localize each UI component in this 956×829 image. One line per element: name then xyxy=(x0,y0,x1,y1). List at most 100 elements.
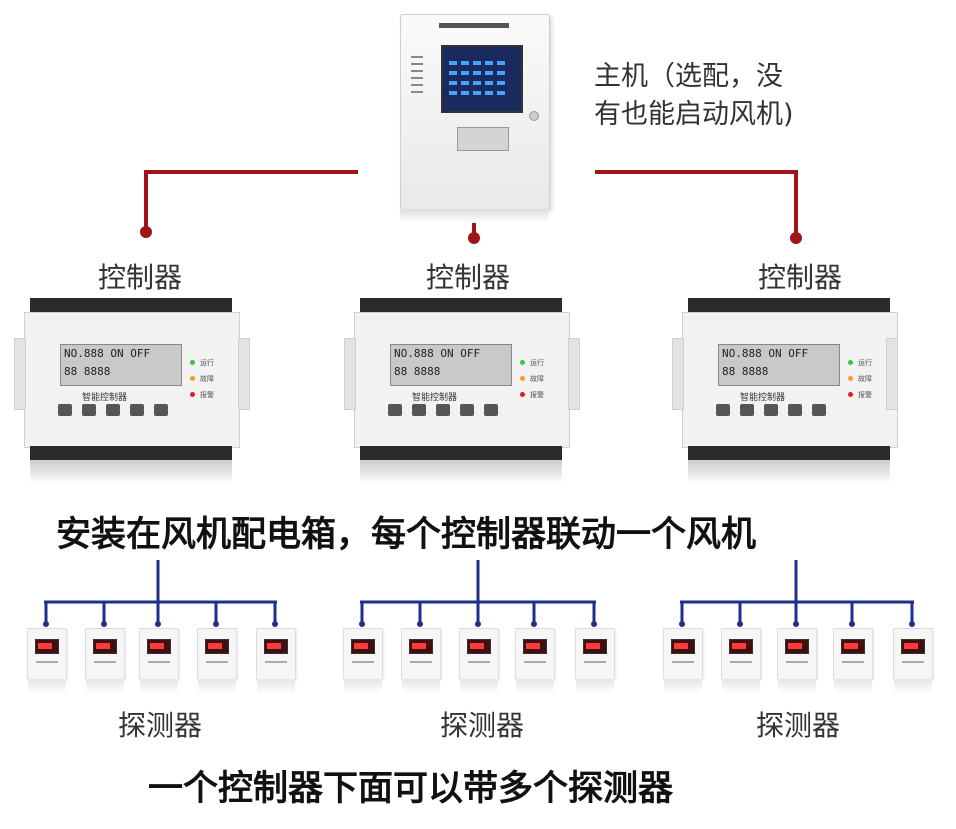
detector xyxy=(777,628,817,680)
host-lock-icon xyxy=(529,111,539,121)
detector-bus-1 xyxy=(44,560,277,622)
controller-reflection xyxy=(30,460,232,484)
detector-group-1-label: 探测器 xyxy=(118,704,202,744)
detector xyxy=(85,628,125,680)
alarm-led-icon xyxy=(190,392,195,397)
detector xyxy=(833,628,873,680)
controller-3: NO.888 ON OFF 88 8888 智能控制器 运行 故障 报警 xyxy=(682,298,896,488)
fault-led-label: 故障 xyxy=(530,374,544,384)
terminal-rail-bottom xyxy=(30,446,232,460)
host-reflection xyxy=(400,209,548,223)
link-right-end xyxy=(790,232,802,244)
mount-ear-left xyxy=(14,338,26,410)
alarm-led-label: 报警 xyxy=(858,390,872,400)
fault-led-icon xyxy=(520,376,525,381)
mount-ear-right xyxy=(568,338,580,410)
lcd-row-2: 88 8888 xyxy=(394,365,440,378)
controller-lcd: NO.888 ON OFF 88 8888 xyxy=(390,344,512,386)
alarm-led-icon xyxy=(848,392,853,397)
controller-3-label: 控制器 xyxy=(758,256,842,296)
menu-button xyxy=(716,404,730,416)
terminal-rail-bottom xyxy=(688,446,890,460)
fault-led-label: 故障 xyxy=(200,374,214,384)
terminal-rail-top xyxy=(30,298,232,312)
controller-reflection xyxy=(688,460,890,484)
detector xyxy=(575,628,615,680)
detector xyxy=(256,628,296,680)
controller-device-name: 智能控制器 xyxy=(82,390,127,403)
plus-icon xyxy=(788,404,802,416)
menu-button xyxy=(58,404,72,416)
link-right xyxy=(595,172,796,236)
minus-icon xyxy=(812,404,826,416)
detector xyxy=(515,628,555,680)
fault-led-icon xyxy=(190,376,195,381)
detector xyxy=(401,628,441,680)
right-arrow-icon xyxy=(106,404,120,416)
alarm-led-icon xyxy=(520,392,525,397)
terminal-rail-top xyxy=(360,298,562,312)
controller-lcd: NO.888 ON OFF 88 8888 xyxy=(718,344,840,386)
terminal-rail-bottom xyxy=(360,446,562,460)
menu-button xyxy=(388,404,402,416)
run-led-label: 运行 xyxy=(858,358,872,368)
detector-group-3-label: 探测器 xyxy=(756,704,840,744)
left-arrow-icon xyxy=(740,404,754,416)
detector-group-2-label: 探测器 xyxy=(440,704,524,744)
alarm-led-label: 报警 xyxy=(530,390,544,400)
alarm-led-label: 报警 xyxy=(200,390,214,400)
controller-2: NO.888 ON OFF 88 8888 智能控制器 运行 故障 报警 xyxy=(354,298,568,488)
lcd-row-2: 88 8888 xyxy=(722,365,768,378)
plus-icon xyxy=(130,404,144,416)
controller-device-name: 智能控制器 xyxy=(412,390,457,403)
link-left xyxy=(146,172,358,230)
lcd-row-1: NO.888 ON OFF xyxy=(64,347,150,360)
run-led-icon xyxy=(848,360,853,365)
host-side-labels xyxy=(411,51,423,111)
host-touchscreen xyxy=(441,45,523,113)
caption-bottom: 一个控制器下面可以带多个探测器 xyxy=(148,760,673,811)
mount-ear-left xyxy=(672,338,684,410)
mount-ear-right xyxy=(238,338,250,410)
minus-icon xyxy=(154,404,168,416)
controller-reflection xyxy=(360,460,562,484)
right-arrow-icon xyxy=(436,404,450,416)
detector xyxy=(139,628,179,680)
detector xyxy=(343,628,383,680)
detector-bus-2 xyxy=(360,560,596,622)
controller-lcd: NO.888 ON OFF 88 8888 xyxy=(60,344,182,386)
host-label-line1: 主机（选配，没 xyxy=(594,58,794,96)
left-arrow-icon xyxy=(82,404,96,416)
run-led-icon xyxy=(190,360,195,365)
detector xyxy=(459,628,499,680)
fault-led-icon xyxy=(848,376,853,381)
detector xyxy=(721,628,761,680)
host-printer-slot xyxy=(457,127,509,151)
host-cabinet xyxy=(400,14,550,210)
run-led-icon xyxy=(520,360,525,365)
plus-icon xyxy=(460,404,474,416)
lcd-row-1: NO.888 ON OFF xyxy=(722,347,808,360)
detector xyxy=(27,628,67,680)
controller-device-name: 智能控制器 xyxy=(740,390,785,403)
run-led-label: 运行 xyxy=(530,358,544,368)
detector-bus-3 xyxy=(680,560,914,622)
caption-middle: 安装在风机配电箱，每个控制器联动一个风机 xyxy=(56,506,756,557)
lcd-row-2: 88 8888 xyxy=(64,365,110,378)
controller-1: NO.888 ON OFF 88 8888 智能控制器 运行 故障 报警 xyxy=(24,298,238,488)
run-led-label: 运行 xyxy=(200,358,214,368)
terminal-rail-top xyxy=(688,298,890,312)
mount-ear-right xyxy=(886,338,898,410)
host-header-plate xyxy=(439,23,509,28)
minus-icon xyxy=(484,404,498,416)
left-arrow-icon xyxy=(412,404,426,416)
detector xyxy=(893,628,933,680)
right-arrow-icon xyxy=(764,404,778,416)
mount-ear-left xyxy=(344,338,356,410)
host-label: 主机（选配，没 有也能启动风机) xyxy=(594,58,794,134)
detector xyxy=(197,628,237,680)
detector xyxy=(663,628,703,680)
link-left-end xyxy=(140,226,152,238)
host-label-line2: 有也能启动风机) xyxy=(594,96,794,134)
lcd-row-1: NO.888 ON OFF xyxy=(394,347,480,360)
